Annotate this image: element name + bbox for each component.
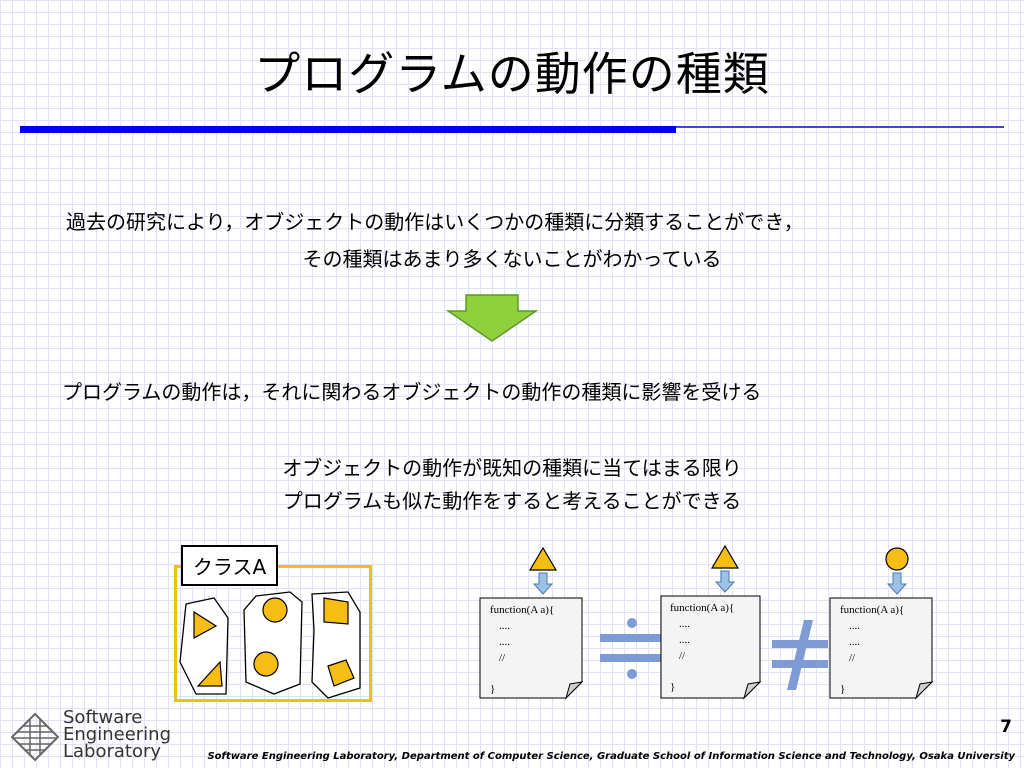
code-line: function(A a){ [670, 602, 735, 614]
code-line: .... [499, 620, 510, 632]
code-line: // [499, 652, 506, 664]
square-icon [327, 659, 355, 687]
triangle-icon [710, 544, 740, 569]
code-line: } [490, 683, 496, 695]
paragraph-3-line-1: オブジェクトの動作が既知の種類に当てはまる限り [282, 456, 742, 480]
footer-text: Software Engineering Laboratory, Departm… [207, 751, 1015, 762]
lab-logo-icon [10, 712, 60, 762]
code-line: // [679, 650, 686, 662]
small-arrow-icon [886, 572, 908, 595]
logo-line: Software [63, 707, 143, 728]
code-line: } [840, 683, 846, 695]
code-line: function(A a){ [490, 604, 555, 616]
lab-logo-text: Software Engineering Laboratory [63, 707, 171, 762]
page-number: 7 [1000, 717, 1012, 737]
code-line: .... [849, 636, 860, 648]
not-equal-sign-icon [772, 620, 828, 690]
logo-line: Engineering [63, 724, 171, 745]
square-icon [323, 597, 349, 625]
logo-line: Laboratory [63, 741, 162, 762]
code-line: .... [679, 634, 690, 646]
down-arrow-icon [446, 294, 539, 342]
comparison-diagram [479, 544, 934, 700]
slide-title: プログラムの動作の種類 [254, 47, 770, 101]
circle-icon [885, 547, 909, 571]
small-arrow-icon [714, 570, 736, 593]
code-line: function(A a){ [840, 604, 905, 616]
paragraph-3-line-2: プログラムも似た動作をすると考えることができる [282, 489, 742, 513]
title-rule-thin [676, 126, 1004, 128]
paragraph-1-line-2: その種類はあまり多くないことがわかっている [302, 247, 722, 271]
circle-icon [262, 597, 288, 623]
triangle-icon [196, 660, 223, 687]
triangle-icon [193, 610, 218, 640]
code-line: .... [499, 636, 510, 648]
circle-icon [253, 651, 279, 677]
approximately-equal-sign-icon [600, 618, 662, 679]
code-line: .... [679, 618, 690, 630]
class-behaviours [179, 591, 361, 699]
code-line: } [670, 681, 676, 693]
paragraph-1-line-1: 過去の研究により，オブジェクトの動作はいくつかの種類に分類することができ， [66, 210, 804, 234]
code-line: // [849, 652, 856, 664]
code-line: .... [849, 620, 860, 632]
triangle-icon [528, 546, 558, 571]
paragraph-2: プログラムの動作は，それに関わるオブジェクトの動作の種類に影響を受ける [62, 380, 762, 404]
title-rule-thick [20, 126, 676, 133]
class-label: クラスA [181, 545, 278, 586]
small-arrow-icon [532, 572, 554, 595]
